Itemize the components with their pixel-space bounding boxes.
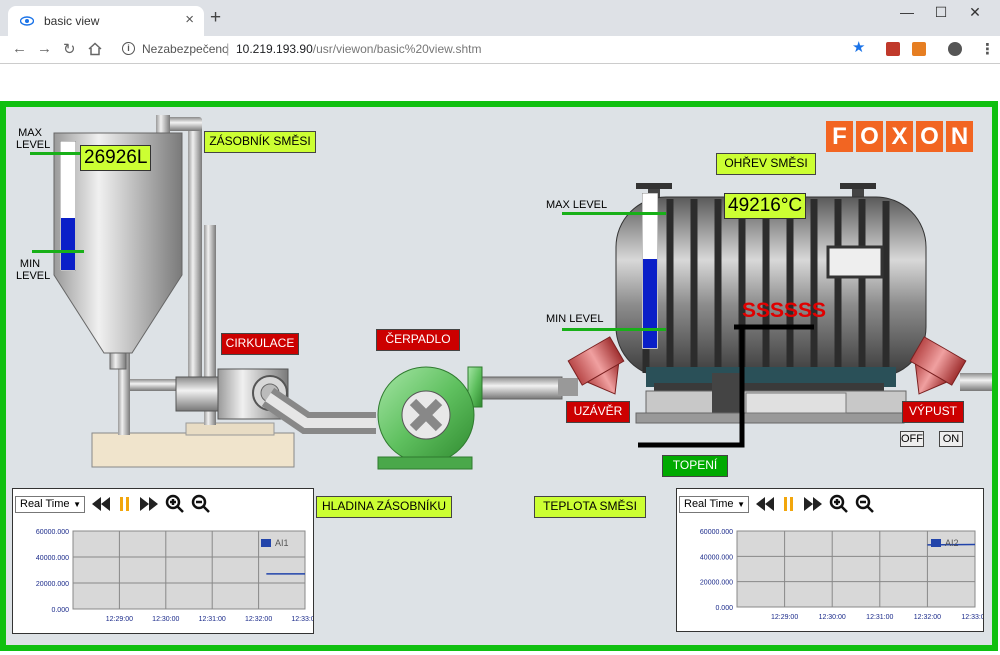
uzaver-button[interactable]: UZÁVĚR xyxy=(566,401,630,423)
home-icon[interactable] xyxy=(88,42,102,56)
pdf-extension-icon[interactable] xyxy=(886,42,900,56)
y-tick-label: 60000.000 xyxy=(700,529,733,536)
rewind-icon[interactable] xyxy=(755,494,775,514)
heater-min-label: MIN LEVEL xyxy=(546,313,604,325)
pause-icon[interactable] xyxy=(779,494,799,514)
x-tick-label: 12:30:00 xyxy=(152,616,179,623)
url-text: 10.219.193.90/usr/viewon/basic%20view.sh… xyxy=(236,42,482,56)
forward-button[interactable]: → xyxy=(37,40,52,57)
x-tick-label: 12:31:00 xyxy=(199,616,226,623)
browser-toolbar: ← → ↻ i Nezabezpečeno | 10.219.193.90/us… xyxy=(0,36,1000,64)
vypust-button[interactable]: VÝPUST xyxy=(902,401,964,423)
heater-max-label: MAX LEVEL xyxy=(546,199,608,211)
on-switch[interactable]: ON xyxy=(939,431,963,447)
logo-letter: F xyxy=(826,121,853,152)
zoom-in-icon[interactable] xyxy=(829,494,849,514)
y-tick-label: 20000.000 xyxy=(36,581,69,588)
logo-letter: O xyxy=(916,121,943,152)
y-tick-label: 20000.000 xyxy=(700,580,733,587)
legend-swatch xyxy=(931,539,941,547)
zoom-in-icon[interactable] xyxy=(165,494,185,514)
y-tick-label: 0.000 xyxy=(715,605,733,612)
x-tick-label: 12:33:00 xyxy=(961,614,983,621)
profile-avatar-icon[interactable] xyxy=(948,42,962,56)
x-tick-label: 12:33:00 xyxy=(291,616,313,623)
label-hladina: HLADINA ZÁSOBNÍKU xyxy=(316,496,452,518)
cirkulace-button[interactable]: CIRKULACE xyxy=(221,333,299,355)
pause-icon[interactable] xyxy=(115,494,135,514)
zoom-out-icon[interactable] xyxy=(191,494,211,514)
x-tick-label: 12:29:00 xyxy=(106,616,133,623)
back-button[interactable]: ← xyxy=(12,40,27,57)
process-scene xyxy=(53,115,992,470)
minimize-button[interactable]: — xyxy=(900,4,914,20)
label-teplota: TEPLOTA SMĚSI xyxy=(534,496,646,518)
topeni-button[interactable]: TOPENÍ xyxy=(662,455,728,477)
zoom-out-icon[interactable] xyxy=(855,494,875,514)
realtime-select[interactable]: Real Time▼ xyxy=(679,495,749,513)
heater-min-line xyxy=(562,328,666,331)
trend-chart-ai2: 0.000 20000.000 40000.000 60000.000 12:29:00… xyxy=(700,529,983,621)
realtime-select[interactable]: Real Time▼ xyxy=(15,495,85,513)
y-tick-label: 40000.000 xyxy=(36,555,69,562)
forward-icon[interactable] xyxy=(803,494,823,514)
reload-button[interactable]: ↻ xyxy=(63,41,76,58)
browser-tab[interactable]: basic view × xyxy=(8,6,204,36)
close-window-button[interactable]: ✕ xyxy=(969,4,981,20)
eye-icon xyxy=(20,16,34,26)
logo-letter: N xyxy=(946,121,973,152)
forward-icon[interactable] xyxy=(139,494,159,514)
hopper-max-line xyxy=(30,152,82,155)
x-tick-label: 12:32:00 xyxy=(245,616,272,623)
security-label: Nezabezpečeno xyxy=(142,42,229,56)
logo-letter: X xyxy=(886,121,913,152)
heater-status-text: SSSSSS xyxy=(742,299,827,322)
x-tick-label: 12:29:00 xyxy=(771,614,798,621)
address-bar[interactable]: i Nezabezpečeno | 10.219.193.90/usr/view… xyxy=(114,38,874,60)
hopper-level-gauge xyxy=(60,141,76,271)
x-tick-label: 12:32:00 xyxy=(914,614,941,621)
logo-letter: O xyxy=(856,121,883,152)
tab-close-icon[interactable]: × xyxy=(185,11,194,28)
trend-teplota: Real Time▼ 0.000 20000.000 40000.000 60000.… xyxy=(676,488,984,632)
y-tick-label: 60000.000 xyxy=(36,529,69,536)
x-tick-label: 12:30:00 xyxy=(819,614,846,621)
x-tick-label: 12:31:00 xyxy=(866,614,893,621)
heater-max-line xyxy=(562,212,666,215)
new-tab-button[interactable]: + xyxy=(210,7,222,28)
browser-menu-icon[interactable]: ⋮ xyxy=(980,41,995,58)
foxon-logo: F O X O N xyxy=(826,121,976,152)
cerpadlo-button[interactable]: ČERPADLO xyxy=(376,329,460,351)
y-tick-label: 0.000 xyxy=(51,607,69,614)
heater-temperature-readout: 49216°C xyxy=(724,193,807,219)
heater-level-gauge xyxy=(642,193,658,349)
hopper-min-line xyxy=(32,250,84,253)
trend-controls: Real Time▼ xyxy=(679,493,875,515)
hopper-volume-readout: 26926L xyxy=(80,145,152,171)
browser-titlebar: basic view × + — ☐ ✕ xyxy=(0,0,1000,36)
mail-extension-icon[interactable] xyxy=(912,42,926,56)
label-ohrev: OHŘEV SMĚSI xyxy=(716,153,816,175)
trend-chart-ai1: 0.000 20000.000 40000.000 60000.000 12:29:00… xyxy=(36,529,313,623)
maximize-button[interactable]: ☐ xyxy=(934,4,948,20)
off-switch[interactable]: OFF xyxy=(900,431,924,447)
legend-label: AI2 xyxy=(945,538,959,548)
url-separator: | xyxy=(226,41,230,56)
bookmark-star-icon[interactable]: ★ xyxy=(852,39,866,56)
info-icon[interactable]: i xyxy=(122,42,135,55)
tab-title: basic view xyxy=(44,14,100,28)
label-zasobnik: ZÁSOBNÍK SMĚSI xyxy=(204,131,316,153)
trend-hladina: Real Time▼ 0.000 20000.000 40000.000 60000.… xyxy=(12,488,314,634)
legend-label: AI1 xyxy=(275,538,289,548)
trend-controls: Real Time▼ xyxy=(15,493,211,515)
y-tick-label: 40000.000 xyxy=(700,554,733,561)
rewind-icon[interactable] xyxy=(91,494,111,514)
legend-swatch xyxy=(261,539,271,547)
